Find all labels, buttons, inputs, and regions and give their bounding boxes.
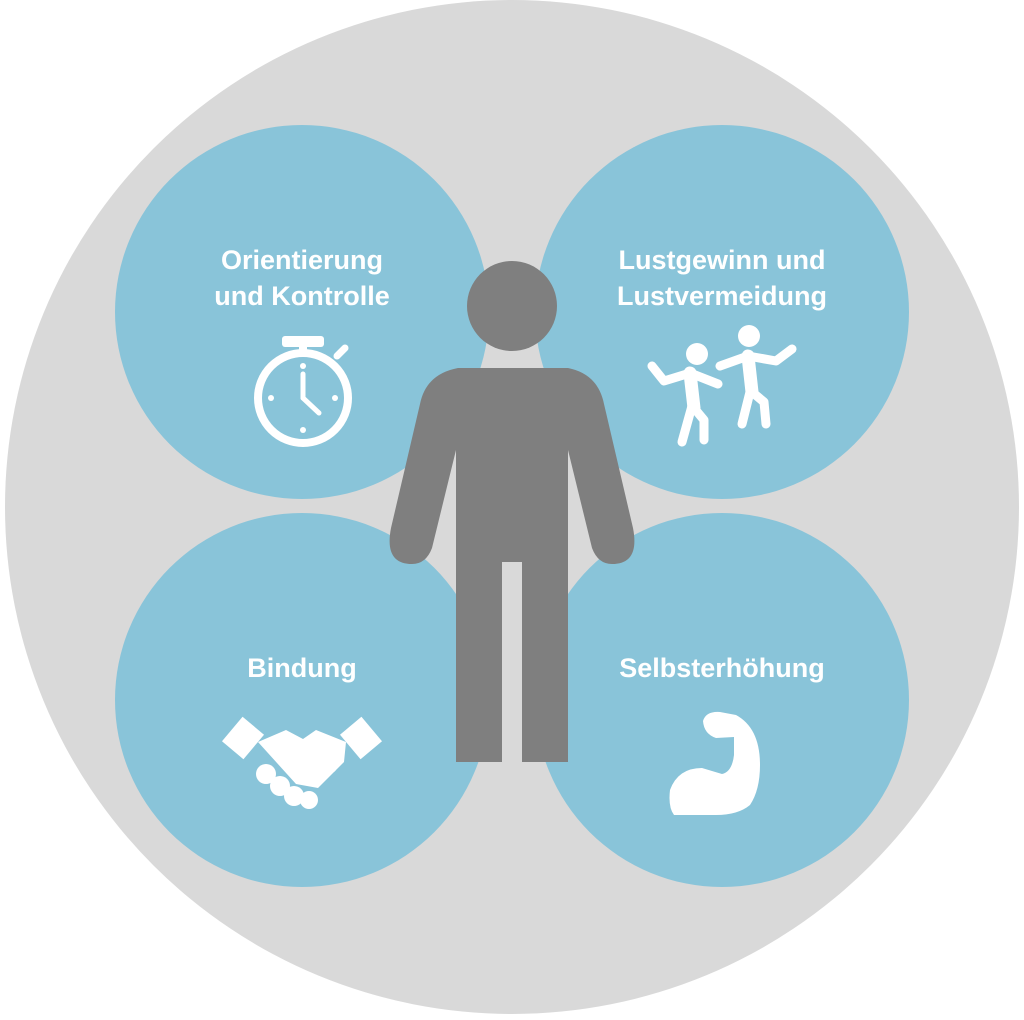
stopwatch-icon	[254, 336, 352, 447]
label-selbsterhoehung-line1: Selbsterhöhung	[619, 653, 825, 683]
flexed-biceps-icon	[669, 711, 760, 815]
handshake-icon	[221, 716, 383, 809]
label-orientierung-line2: und Kontrolle	[214, 281, 390, 311]
label-selbsterhoehung: Selbsterhöhung	[572, 650, 872, 686]
circle-lustgewinn	[535, 125, 909, 499]
label-orientierung: Orientierung und Kontrolle	[152, 242, 452, 314]
person-icon	[389, 261, 635, 762]
label-bindung: Bindung	[152, 650, 452, 686]
label-lustgewinn: Lustgewinn und Lustvermeidung	[572, 242, 872, 314]
label-orientierung-line1: Orientierung	[220, 245, 383, 275]
circle-bindung	[115, 513, 489, 887]
label-lustgewinn-line2: Lustvermeidung	[616, 281, 828, 311]
dancing-people-icon	[647, 325, 797, 447]
circle-selbsterhoehung	[535, 513, 909, 887]
label-bindung-line1: Bindung	[247, 653, 357, 683]
circle-orientierung	[115, 125, 489, 499]
label-lustgewinn-line1: Lustgewinn und	[618, 245, 826, 275]
